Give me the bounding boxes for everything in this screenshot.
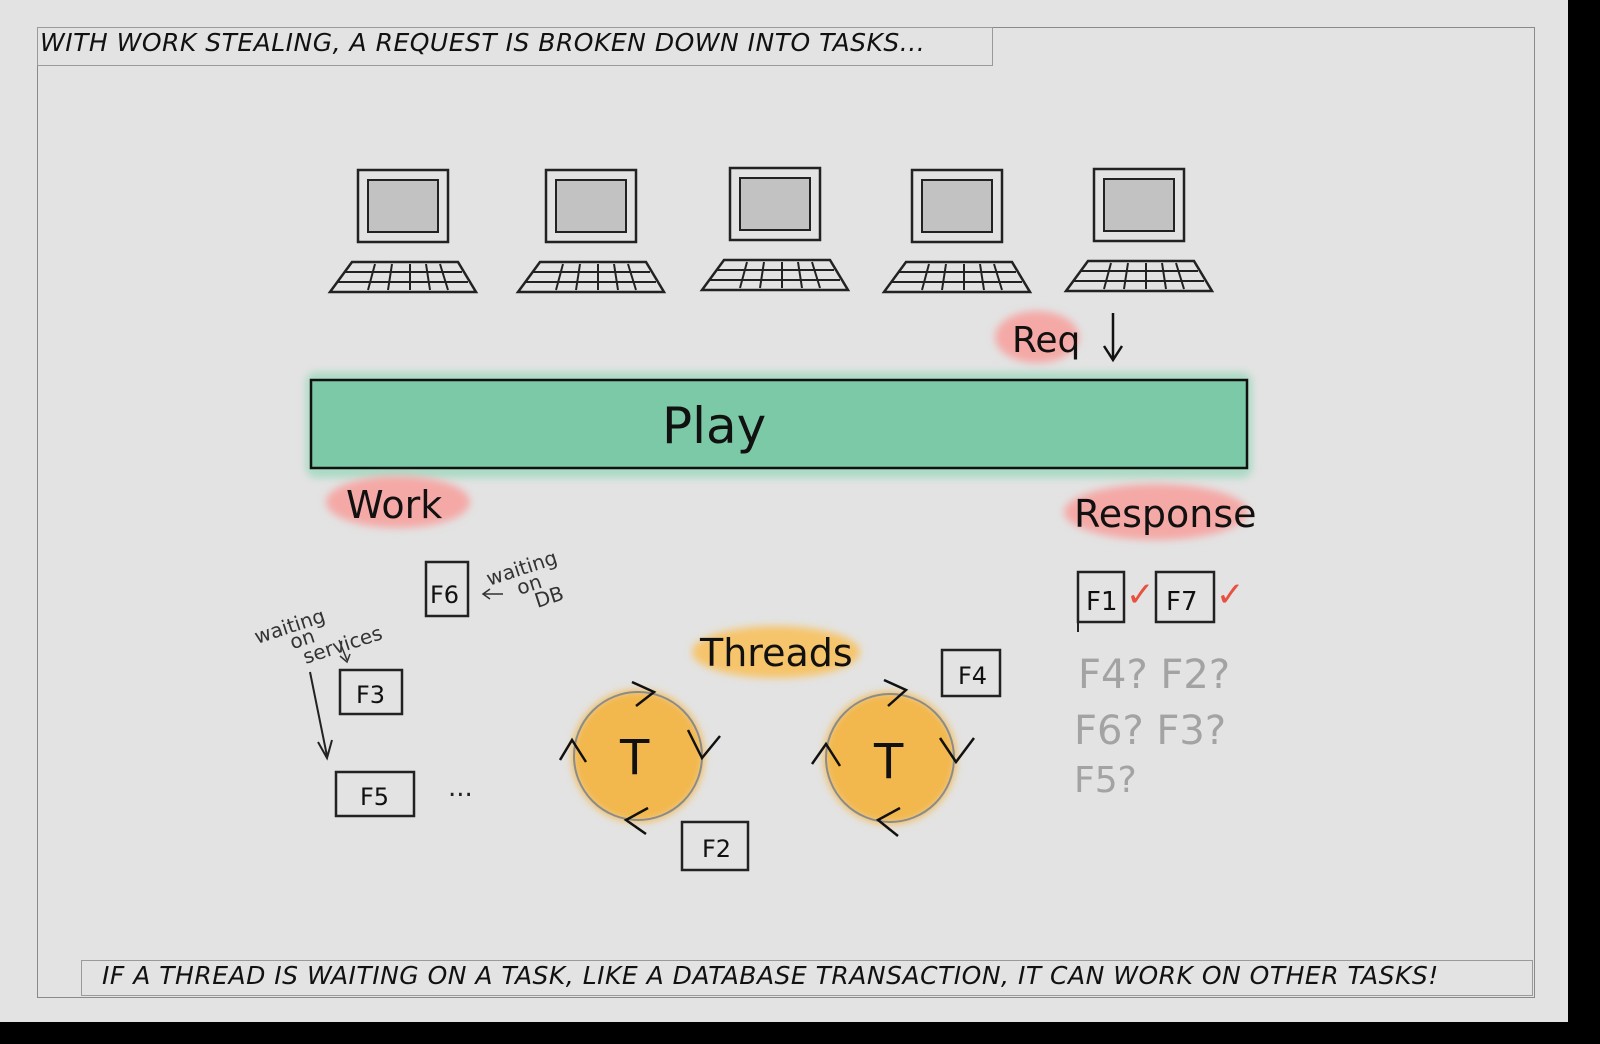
task-f1-box (1076, 570, 1126, 624)
work-highlight (326, 476, 470, 528)
request-label: Req (1012, 320, 1080, 361)
threads-highlight (692, 626, 860, 678)
pending-row-3: F5? (1074, 760, 1137, 801)
check-f7: ✓ (1216, 575, 1245, 615)
thread-2: T (810, 678, 975, 837)
arrow-to-f6 (481, 588, 503, 600)
task-f6-box (424, 560, 470, 618)
play-label: Play (662, 397, 766, 455)
computer-1 (327, 168, 479, 294)
thread-2-letter: T (873, 734, 904, 790)
waiting-on-db-note: waiting on DB (483, 545, 566, 613)
task-f2-label: F2 (702, 835, 731, 863)
waiting-on-services-note: waiting on services (251, 603, 385, 668)
pending-row-2: F6? F3? (1074, 708, 1226, 754)
task-f7-label: F7 (1166, 587, 1198, 617)
task-f6-label: F6 (430, 581, 459, 609)
computer-2 (515, 168, 667, 294)
request-arrow (1102, 313, 1124, 363)
task-f4-box (940, 648, 1002, 698)
arrow-to-f5 (309, 671, 333, 761)
response-highlight (1064, 484, 1248, 540)
task-f4-label: F4 (958, 662, 987, 690)
top-caption: With work stealing, a request is broken … (37, 27, 993, 66)
arrow-to-f3 (338, 639, 351, 664)
pending-row-1: F4? F2? (1078, 652, 1230, 698)
play-bar (309, 378, 1249, 470)
task-f5-label: F5 (360, 783, 389, 811)
task-f1-label: F1 (1086, 587, 1118, 617)
request-highlight (995, 311, 1079, 363)
thread-1: T (558, 680, 721, 836)
ellipsis: ... (448, 773, 473, 803)
work-label: Work (346, 483, 442, 527)
task-f2-box (680, 820, 750, 872)
check-f1: ✓ (1126, 575, 1155, 615)
task-f3-box (338, 668, 404, 716)
bottom-caption: If a thread is waiting on a task, like a… (81, 960, 1533, 996)
computer-3 (699, 166, 851, 292)
threads-label: Threads (699, 631, 853, 675)
thread-1-letter: T (619, 730, 650, 786)
response-label: Response (1074, 492, 1257, 536)
task-f7-box (1154, 570, 1216, 624)
computer-5 (1063, 167, 1215, 293)
task-f5-box (334, 770, 416, 818)
computer-4 (881, 168, 1033, 294)
work-stealing-diagram: Req Play Work Response F6 waiting on DB … (251, 166, 1257, 872)
task-f3-label: F3 (356, 681, 385, 709)
